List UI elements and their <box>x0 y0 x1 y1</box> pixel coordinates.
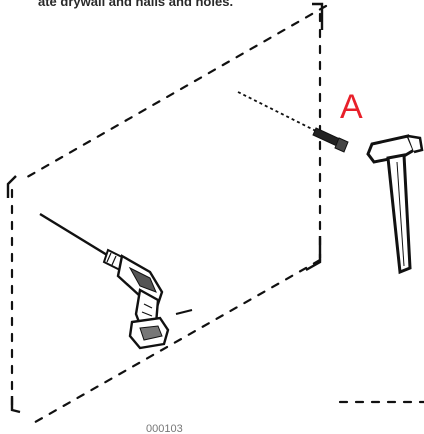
bottom-caption: 000103 <box>146 423 183 434</box>
drill-battery-shade <box>139 325 163 341</box>
wall-top-marker <box>312 2 324 30</box>
nail-pointer-line <box>237 91 317 132</box>
nail-head <box>334 137 349 153</box>
grip-line-2 <box>141 311 153 317</box>
wall-corner-marker <box>305 236 322 272</box>
nail-icon <box>237 91 349 153</box>
wall-bottom-edge <box>28 258 322 427</box>
wall-left-bracket <box>6 175 17 198</box>
chuck-ring-2 <box>111 255 117 266</box>
hammer-handle-grain <box>396 161 405 267</box>
callout-label: A <box>340 88 363 126</box>
drill-body-shade <box>128 266 157 293</box>
hammer-head-face <box>407 134 424 154</box>
wall-panel-outline <box>6 2 424 427</box>
drill-bit <box>39 212 113 260</box>
chuck-ring-1 <box>106 252 112 263</box>
top-caption: ate drywall and nails and holes. <box>38 0 233 9</box>
wall-bottom-left-corner <box>10 396 21 414</box>
grip-line-1 <box>143 303 153 309</box>
hammer-icon <box>366 134 424 275</box>
cordless-drill-icon <box>39 212 193 350</box>
wall-top-edge <box>20 4 328 182</box>
drill-motion-mark <box>175 309 193 315</box>
hammer-handle <box>386 153 412 275</box>
